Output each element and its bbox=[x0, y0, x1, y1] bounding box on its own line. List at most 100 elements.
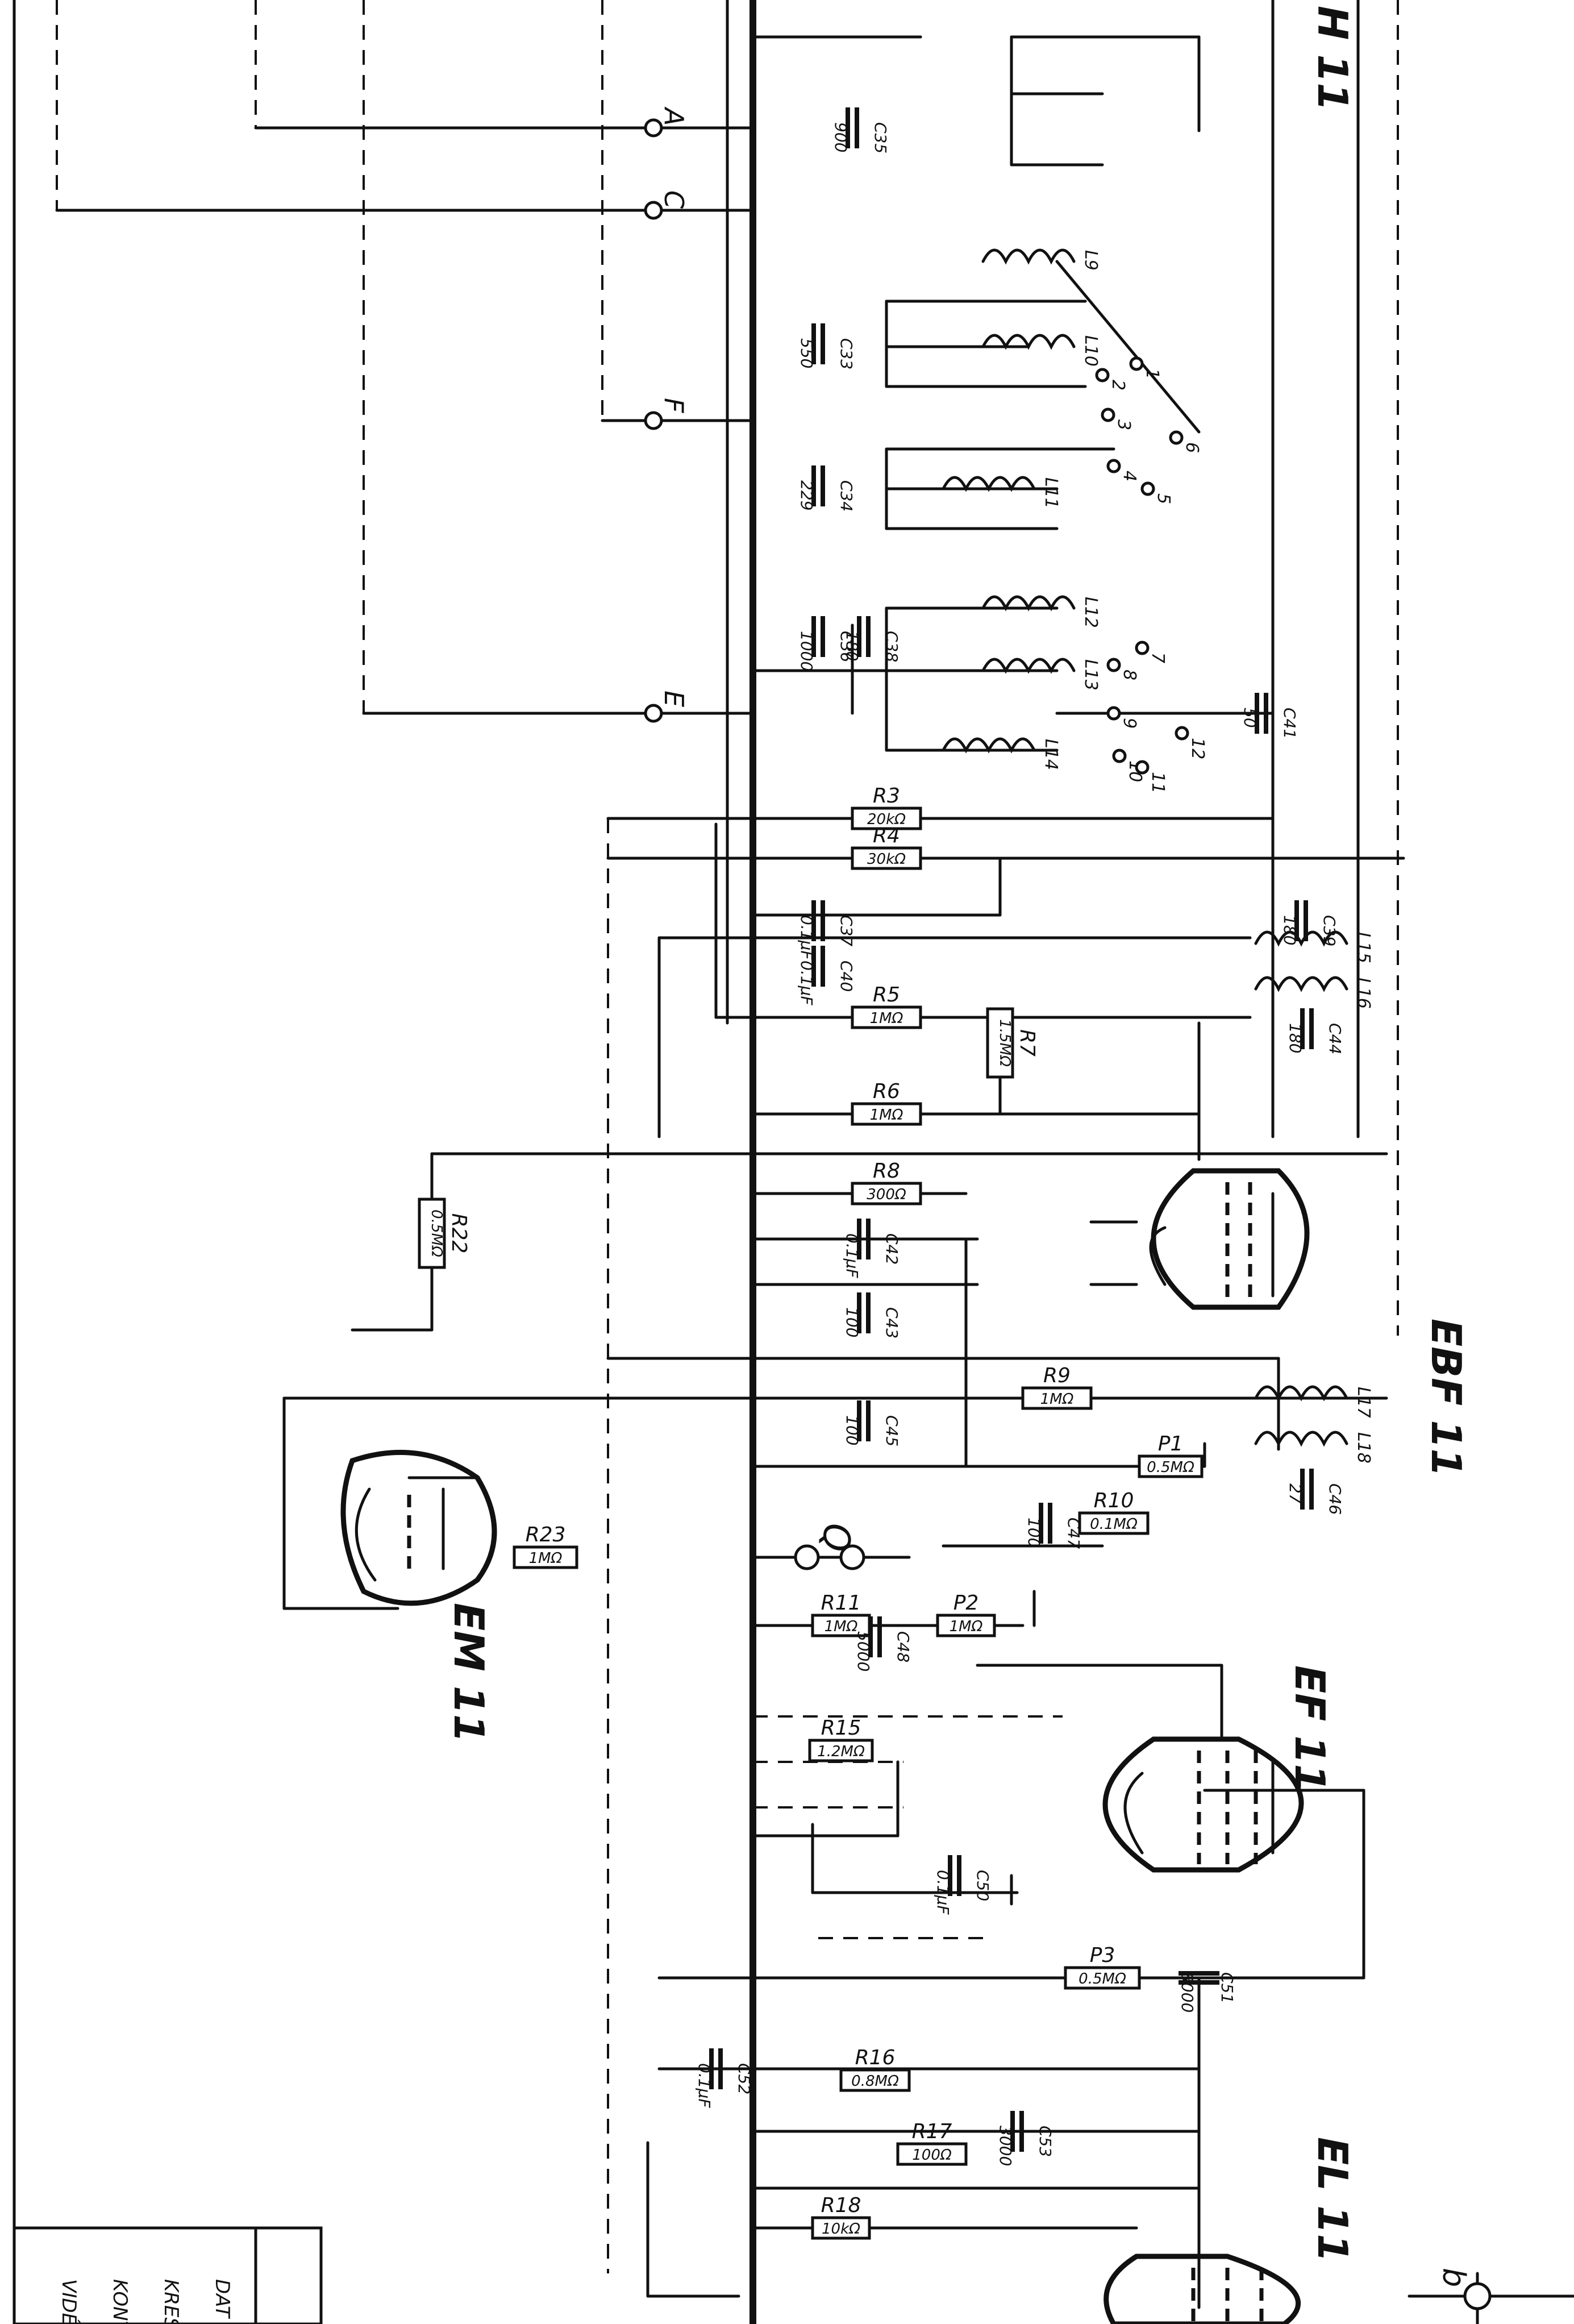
coil-label: L14 bbox=[1041, 739, 1061, 770]
resistor-ref: R16 bbox=[855, 2046, 896, 2069]
switch-contact[interactable] bbox=[1095, 368, 1110, 383]
capacitor-value: 5000 bbox=[854, 1631, 873, 1672]
capacitor-ref: C38 bbox=[882, 631, 901, 662]
coil-label: L11 bbox=[1041, 477, 1061, 509]
coil-l9: L9 bbox=[981, 248, 1101, 271]
switch-contact[interactable] bbox=[1169, 430, 1184, 445]
resistor-value: 0.5MΩ bbox=[1147, 1459, 1194, 1476]
switch-position-label: 12 bbox=[1188, 738, 1207, 759]
resistor-ref: R11 bbox=[821, 1591, 861, 1615]
capacitor-value: 0.1μF bbox=[843, 1233, 861, 1278]
title-dat: DAT bbox=[211, 2279, 234, 2319]
terminal-c-label: C bbox=[659, 190, 689, 209]
em11-tube: EM 11 bbox=[340, 1449, 497, 1743]
coil-l16: L16 bbox=[1254, 976, 1373, 1009]
el11-label: EL 11 bbox=[1309, 2137, 1356, 2262]
switch-contact[interactable] bbox=[1101, 408, 1115, 422]
coil-label: L18 bbox=[1354, 1432, 1373, 1464]
switch-position-label: 2 bbox=[1108, 380, 1128, 390]
capacitor-value: 180 bbox=[1280, 915, 1299, 945]
resistor-value: 0.5MΩ bbox=[1079, 1970, 1126, 1988]
resistor-ref: R17 bbox=[912, 2120, 952, 2143]
switch-contact[interactable] bbox=[1129, 356, 1144, 371]
title-videl: VIDÉL bbox=[57, 2279, 81, 2324]
coil-label: L15 bbox=[1354, 932, 1373, 963]
capacitor-value: 100 bbox=[1025, 1518, 1043, 1548]
terminal-f[interactable]: F bbox=[644, 398, 689, 430]
coil-l18: L18 bbox=[1254, 1431, 1373, 1464]
capacitor-c48: C48 5000 bbox=[854, 1616, 913, 1672]
resistor-r17: R17 100Ω bbox=[896, 2120, 968, 2166]
resistor-value: 1MΩ bbox=[825, 1618, 858, 1635]
ef11-label: EF 11 bbox=[1286, 1665, 1334, 1793]
resistor-value: 0.1MΩ bbox=[1090, 1516, 1138, 1533]
terminal-q[interactable]: Q bbox=[794, 1523, 865, 1570]
terminal-e[interactable]: E bbox=[644, 691, 689, 723]
terminal-e-label: E bbox=[659, 691, 689, 707]
capacitor-ref: C36 bbox=[837, 631, 856, 662]
switch-position-label: 3 bbox=[1114, 419, 1134, 430]
resistor-ref: R6 bbox=[873, 1080, 900, 1103]
switch-contact[interactable] bbox=[1106, 459, 1121, 473]
ef11-tube: EF 11 bbox=[1102, 1665, 1334, 1873]
capacitor-c36: C36 1000 bbox=[797, 616, 856, 671]
resistor-value: 10kΩ bbox=[822, 2221, 860, 2238]
resistor-value: 1MΩ bbox=[870, 1010, 903, 1027]
terminal-a[interactable]: A bbox=[644, 106, 689, 138]
resistor-ref: R15 bbox=[821, 1716, 861, 1740]
coil-l17: L17 bbox=[1254, 1385, 1373, 1418]
switch-contact[interactable] bbox=[1106, 658, 1121, 672]
capacitor-value: 1000 bbox=[797, 631, 816, 671]
capacitor-ref: C37 bbox=[837, 915, 856, 946]
resistor-value: 100Ω bbox=[912, 2147, 952, 2164]
coil-label: L9 bbox=[1081, 250, 1101, 271]
resistor-value: 300Ω bbox=[867, 1186, 906, 1203]
resistor-value: 1MΩ bbox=[870, 1107, 903, 1124]
switch-contact[interactable] bbox=[1135, 760, 1150, 775]
resistor-value: 1MΩ bbox=[950, 1618, 983, 1635]
switch-contact[interactable] bbox=[1106, 706, 1121, 721]
coil-l10: L10 bbox=[981, 334, 1101, 367]
terminal-c[interactable]: C bbox=[644, 190, 689, 220]
capacitor-ref: C45 bbox=[882, 1415, 901, 1446]
switch-position-label: 11 bbox=[1148, 772, 1168, 793]
ebf11-label: EBF 11 bbox=[1422, 1319, 1470, 1477]
switch-contact[interactable] bbox=[1175, 726, 1189, 741]
capacitor-value: 8000 bbox=[1178, 1972, 1197, 2013]
capacitor-ref: C44 bbox=[1326, 1023, 1344, 1054]
capacitor-ref: C48 bbox=[894, 1631, 913, 1662]
em11-label: EM 11 bbox=[445, 1603, 493, 1743]
switch-contact[interactable] bbox=[1112, 749, 1127, 763]
switch-position-label: 6 bbox=[1182, 442, 1202, 453]
title-kont: KONT bbox=[109, 2279, 131, 2324]
switch-contact[interactable] bbox=[1140, 481, 1155, 496]
resistor-value: 20kΩ bbox=[867, 811, 906, 828]
coil-label: L12 bbox=[1081, 597, 1101, 628]
switch-position-label: 4 bbox=[1119, 471, 1139, 481]
switch-contact[interactable] bbox=[1135, 641, 1150, 655]
capacitor-value: 27 bbox=[1286, 1483, 1305, 1504]
terminal-b[interactable]: b bbox=[1436, 2268, 1492, 2310]
capacitor-ref: C51 bbox=[1218, 1972, 1236, 2003]
coil-label: L17 bbox=[1354, 1387, 1373, 1418]
h11-label: H 11 bbox=[1309, 6, 1356, 111]
